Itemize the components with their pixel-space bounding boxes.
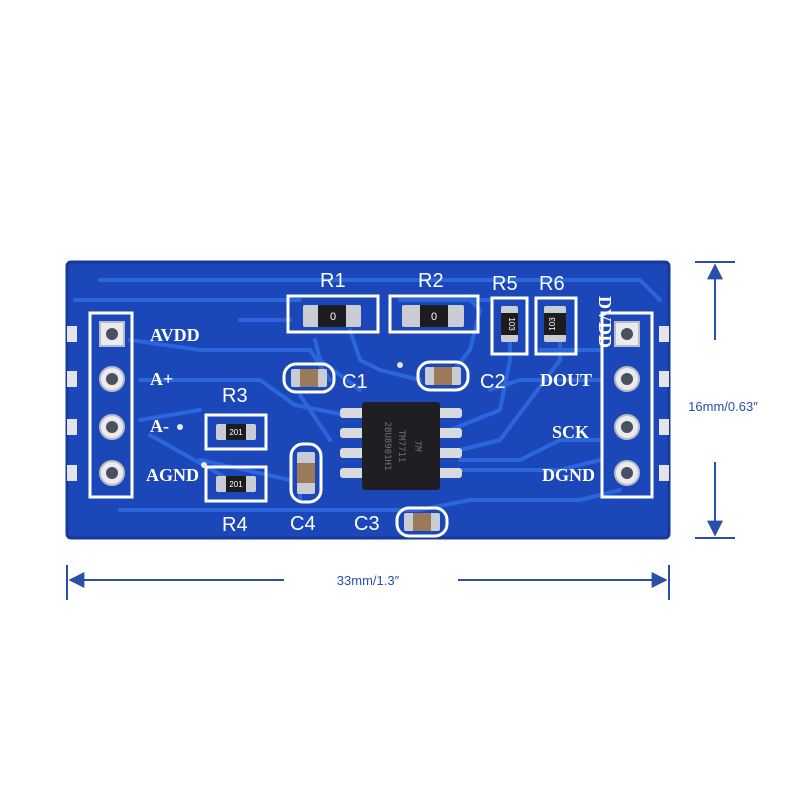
chip-lot-code: 2BU8901H1 — [382, 422, 392, 471]
r3-code: 201 — [229, 428, 243, 437]
r2-code: 0 — [431, 311, 437, 323]
r1-code: 0 — [330, 311, 336, 323]
pin-label-agnd: AGND — [146, 465, 199, 485]
r6-code: 103 — [548, 317, 557, 331]
pin-label-dout: DOUT — [540, 370, 592, 390]
pcb-board — [67, 262, 669, 538]
label-c2: C2 — [480, 371, 506, 393]
r4-code: 201 — [229, 480, 243, 489]
width-dimension-label: 33mm/1.3″ — [337, 573, 400, 588]
label-c1: C1 — [342, 371, 368, 393]
ic-chip — [362, 402, 440, 490]
label-c3: C3 — [354, 513, 380, 535]
chip-logo: TM — [412, 441, 422, 452]
capacitor-c3 — [404, 513, 440, 531]
label-r3: R3 — [222, 385, 248, 407]
resistor-r5: 103 — [501, 306, 518, 342]
resistor-r1: 0 — [303, 305, 361, 327]
label-r5: R5 — [492, 273, 518, 295]
right-header-pins — [614, 321, 669, 486]
via — [397, 362, 403, 368]
pin-label-a-plus: A+ — [150, 369, 173, 389]
capacitor-c1 — [291, 369, 327, 387]
label-c4: C4 — [290, 513, 316, 535]
label-r1: R1 — [320, 270, 346, 292]
via — [201, 462, 207, 468]
pin-label-dgnd: DGND — [542, 465, 595, 485]
resistor-r3: 201 — [216, 424, 256, 440]
height-dimension-label: 16mm/0.63″ — [688, 399, 758, 414]
pin-label-avdd: AVDD — [150, 325, 200, 345]
pin-label-sck: SCK — [552, 422, 589, 442]
resistor-r6: 103 — [544, 306, 566, 342]
left-header-pins — [67, 321, 125, 486]
capacitor-c2 — [425, 367, 461, 385]
label-r2: R2 — [418, 270, 444, 292]
resistor-r2: 0 — [402, 305, 464, 327]
resistor-r4: 201 — [216, 476, 256, 492]
capacitor-c4 — [297, 452, 315, 494]
r5-code: 103 — [507, 317, 516, 331]
pin-label-dvdd: DVDD — [595, 296, 615, 348]
label-r6: R6 — [539, 273, 565, 295]
right-header-outline — [600, 311, 654, 499]
label-r4: R4 — [222, 514, 248, 536]
via — [177, 424, 183, 430]
pin-label-a-minus: A- — [150, 416, 169, 436]
chip-part-number: TM7711 — [396, 430, 406, 463]
left-header-outline — [88, 311, 134, 499]
